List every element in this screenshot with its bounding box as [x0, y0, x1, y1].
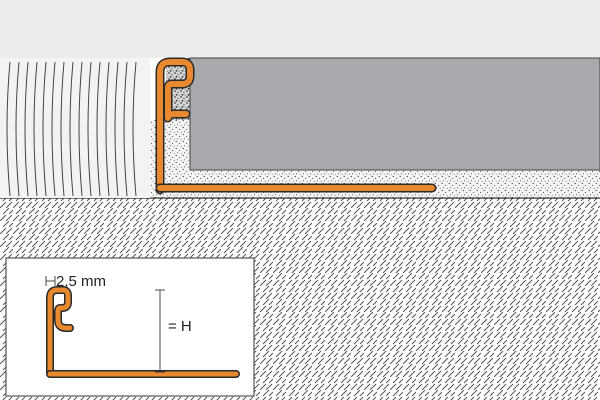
inset-profile [46, 286, 240, 378]
edge-profile [155, 57, 437, 195]
thickness-label: 2,5 mm [56, 273, 106, 290]
height-dimension [155, 289, 165, 373]
thickness-dimension [45, 276, 56, 286]
detail-inset: 2,5 mm = H [5, 257, 255, 397]
tile [189, 57, 600, 171]
left-floor-covering [0, 58, 150, 198]
height-label: = H [168, 318, 192, 335]
upper-background [0, 0, 600, 58]
